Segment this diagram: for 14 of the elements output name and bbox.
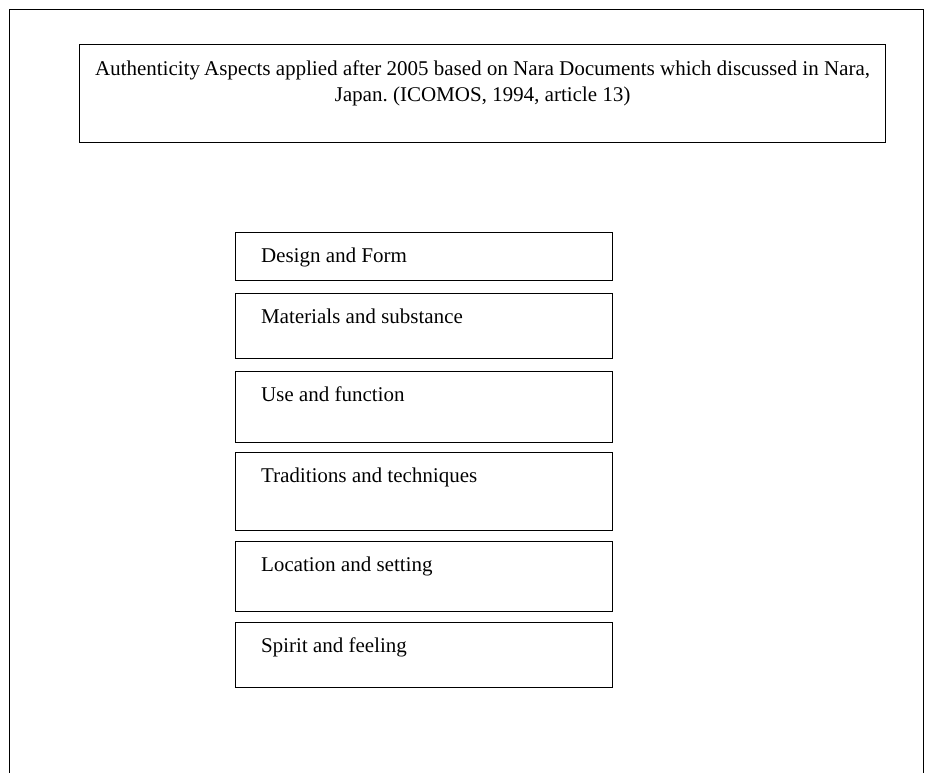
aspect-label: Design and Form	[261, 242, 408, 268]
aspect-box	[235, 371, 613, 443]
heading-box	[79, 44, 886, 143]
aspect-box	[235, 293, 613, 359]
aspect-label: Spirit and feeling	[261, 632, 408, 658]
aspect-box	[235, 232, 613, 281]
aspect-box	[235, 541, 613, 612]
heading-text: Authenticity Aspects applied after 2005 based on Nara Documents which discussed in Nara, Japan. (ICOMOS, 1994, article 13)	[94, 55, 871, 107]
aspect-label: Traditions and techniques	[261, 462, 478, 488]
aspect-box	[235, 622, 613, 688]
aspect-box	[235, 452, 613, 531]
aspect-label: Use and function	[261, 381, 406, 407]
aspect-label: Location and setting	[261, 551, 434, 577]
aspect-label: Materials and substance	[261, 303, 464, 329]
